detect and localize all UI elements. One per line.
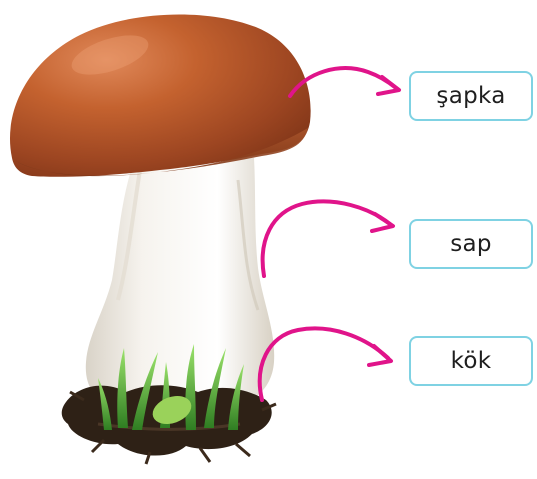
arrow-to-root	[260, 328, 391, 400]
label-stem: sap	[409, 219, 533, 269]
label-cap: şapka	[409, 71, 533, 121]
mushroom-stem	[86, 158, 274, 410]
arrow-to-stem	[263, 201, 393, 276]
label-root: kök	[409, 336, 533, 386]
